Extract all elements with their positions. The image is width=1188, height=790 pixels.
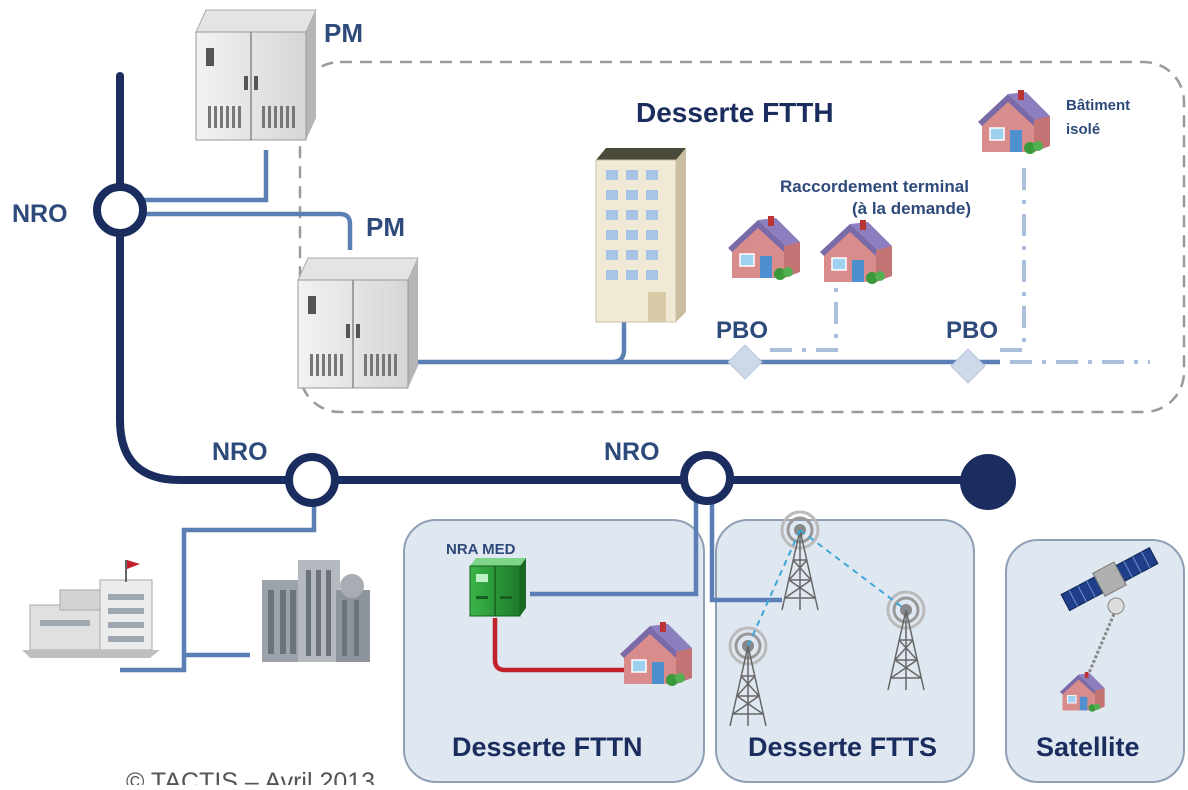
raccordement-label-line1: Raccordement terminal [780, 177, 969, 196]
desserte-ftth-title: Desserte FTTH [636, 97, 834, 128]
nro-node-left [93, 183, 147, 237]
office-buildings-icon [22, 560, 160, 658]
apartment-building-icon [595, 148, 686, 323]
batiment-label-line1: Bâtiment [1066, 97, 1130, 114]
street-cabinet-icon [195, 9, 317, 141]
fiber-links [120, 150, 1000, 673]
pbo-diamond-1 [727, 344, 763, 380]
house-icon [819, 219, 893, 285]
city-skyline-icon [262, 560, 370, 662]
batiment-label-line2: isolé [1066, 121, 1100, 138]
pbo-label-2: PBO [946, 317, 998, 344]
desserte-ftts-title: Desserte FTTS [748, 732, 937, 762]
ftts-panel [715, 519, 975, 783]
copper-link [492, 618, 628, 673]
pm-label-mid: PM [366, 212, 405, 242]
pbo-diamond-2 [950, 348, 986, 384]
nra-med-label: NRA MED [446, 541, 516, 558]
satellite-icon [1060, 547, 1159, 615]
ftth-zone [298, 60, 1186, 414]
nro-node-mid [285, 453, 339, 507]
street-cabinet-icon [297, 257, 419, 389]
nra-med-cabinet-icon [469, 558, 526, 617]
pbo-label-1: PBO [716, 317, 768, 344]
backbone-end-node [960, 454, 1016, 510]
house-icon [977, 89, 1051, 155]
satellite-title: Satellite [1036, 732, 1140, 762]
radio-links [747, 529, 907, 647]
copyright-text: © TACTIS – Avril 2013 [126, 768, 375, 785]
raccordement-label-line2: (à la demande) [852, 199, 971, 218]
pm-label-top: PM [324, 18, 363, 48]
nro-label-mid: NRO [212, 438, 268, 466]
nro-label-right: NRO [604, 438, 660, 466]
satellite-link [1084, 613, 1116, 681]
nro-node-right [680, 451, 734, 505]
desserte-fttn-title: Desserte FTTN [452, 732, 643, 762]
backbone-network [116, 72, 984, 484]
house-icon [727, 215, 801, 281]
optional-fiber-links [770, 165, 1150, 364]
nro-label-left: NRO [12, 200, 68, 228]
